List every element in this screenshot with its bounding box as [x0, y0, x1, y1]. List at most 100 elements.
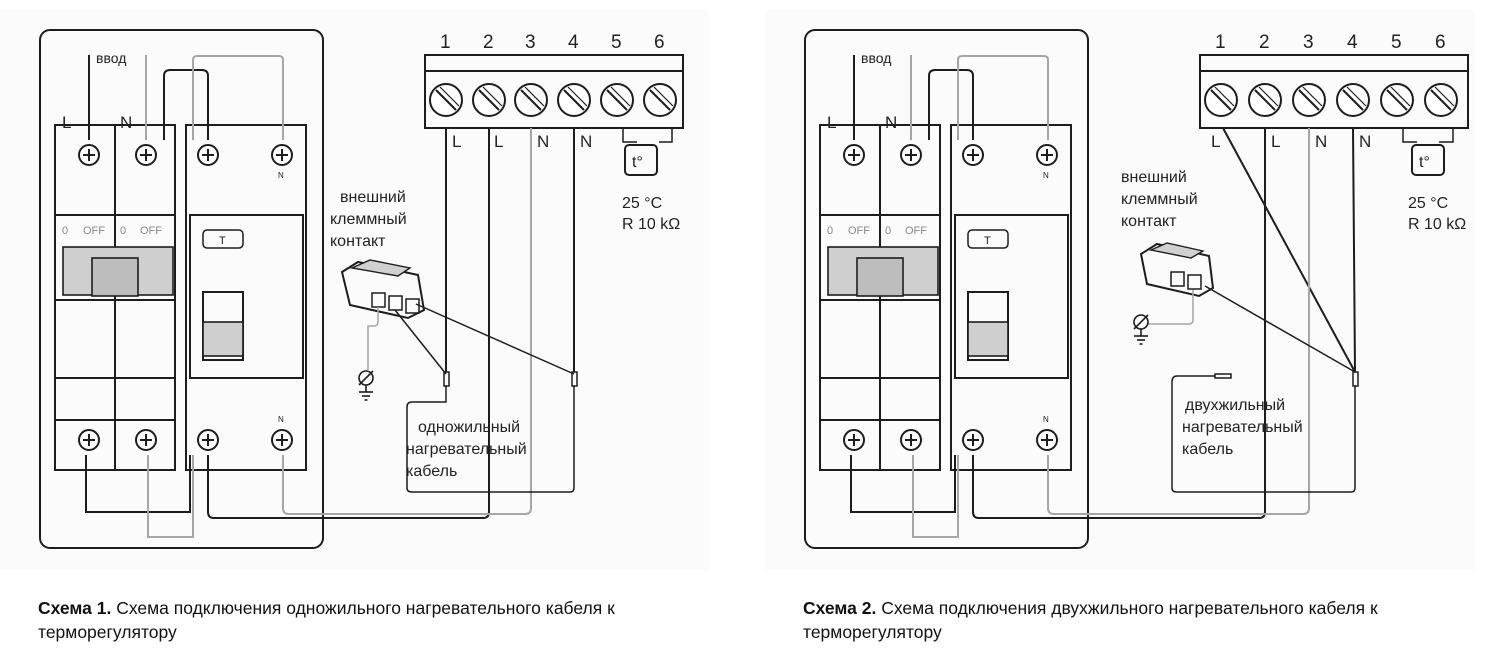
terminal-6-screw-icon — [643, 83, 677, 117]
sensor-label: t° — [1419, 154, 1430, 171]
rcd-test-label: T — [219, 235, 226, 247]
off-label-2d: OFF — [905, 225, 927, 237]
terminal-number-6: 6 — [1435, 32, 1446, 53]
rcd-n-label-top: N — [278, 171, 284, 180]
terminal-2-screw-icon — [1248, 83, 1282, 117]
breaker-n-label: N — [885, 113, 897, 132]
rcd-device: T N N — [950, 124, 1072, 471]
caption-1-text: Схема подключения одножильного нагревате… — [38, 598, 615, 642]
rcd-n-bottom-screw-icon — [1036, 429, 1058, 451]
cable-label-3: кабель — [406, 463, 457, 480]
caption-1-title: Схема 1. — [38, 598, 112, 618]
rcd-test-label: T — [984, 235, 991, 247]
terminal-number-5: 5 — [1391, 32, 1402, 53]
rcd-n-top-screw-icon — [1036, 144, 1058, 166]
rcd-n-bottom-screw-icon — [271, 429, 293, 451]
caption-scheme-2: Схема 2. Схема подключения двухжильного … — [803, 596, 1403, 644]
terminal-number-2: 2 — [1259, 32, 1270, 53]
sensor-spec-resistance: R 10 kΩ — [622, 216, 680, 233]
connector-label-2: клеммный — [1121, 191, 1198, 208]
connector-label-1: внешний — [1121, 169, 1187, 186]
rcd-l-bottom-screw-icon — [197, 429, 219, 451]
rcd-l-top-screw-icon — [197, 144, 219, 166]
terminal-5-screw-icon — [600, 83, 634, 117]
caption-scheme-1: Схема 1. Схема подключения одножильного … — [38, 596, 638, 644]
connector-label-2: клеммный — [330, 211, 407, 228]
external-terminal-connector — [1139, 242, 1215, 298]
off-label-2c: 0 — [885, 225, 891, 237]
sensor-spec-temp: 25 °C — [1408, 195, 1448, 212]
terminal-2-wire-label: L — [1271, 132, 1280, 151]
cable-label-1: двухжильный — [1185, 397, 1285, 414]
rcd-l-top-screw-icon — [962, 144, 984, 166]
terminal-1-screw-icon — [429, 83, 463, 117]
circuit-breaker-double: 0 OFF 0 OFF — [819, 124, 941, 471]
distribution-box — [804, 29, 1089, 549]
terminal-number-2: 2 — [483, 32, 494, 53]
terminal-number-3: 3 — [525, 32, 536, 53]
input-label: ввод — [96, 50, 126, 66]
off-label-1d: OFF — [140, 225, 162, 237]
terminal-1-wire-label: L — [452, 132, 461, 151]
caption-2-text: Схема подключения двухжильного нагревате… — [803, 598, 1378, 642]
terminal-number-1: 1 — [1215, 32, 1226, 53]
terminal-1-screw-icon — [1204, 83, 1238, 117]
breaker-l-top-screw-icon — [78, 144, 100, 166]
terminal-number-6: 6 — [654, 32, 665, 53]
off-label-1a: 0 — [62, 225, 68, 237]
external-terminal-connector — [340, 259, 426, 320]
terminal-3-screw-icon — [514, 83, 548, 117]
rcd-n-top-screw-icon — [271, 144, 293, 166]
sensor-spec-temp: 25 °C — [622, 195, 662, 212]
terminal-number-5: 5 — [611, 32, 622, 53]
ground-icon — [358, 370, 374, 401]
cable-label-2: нагревательный — [406, 441, 527, 458]
terminal-4-screw-icon — [1336, 83, 1370, 117]
off-label-2b: OFF — [848, 225, 870, 237]
terminal-3-wire-label: N — [1315, 132, 1327, 151]
terminal-number-4: 4 — [568, 32, 579, 53]
terminal-3-wire-label: N — [537, 132, 549, 151]
off-label-2a: 0 — [827, 225, 833, 237]
wiring-diagram-2: 0 OFF 0 OFF T N N в — [765, 10, 1475, 570]
terminal-number-4: 4 — [1347, 32, 1358, 53]
breaker-n-bottom-screw-icon — [135, 429, 157, 451]
breaker-n-top-screw-icon — [135, 144, 157, 166]
breaker-n-bottom-screw-icon — [900, 429, 922, 451]
breaker-n-top-screw-icon — [900, 144, 922, 166]
terminal-number-1: 1 — [440, 32, 451, 53]
circuit-breaker-double: 0 OFF 0 OFF — [54, 124, 176, 471]
breaker-l-bottom-screw-icon — [843, 429, 865, 451]
thermostat-terminal-block — [424, 54, 684, 129]
temperature-sensor — [624, 144, 658, 176]
rcd-n-label-bottom: N — [278, 415, 284, 424]
terminal-4-wire-label: N — [580, 132, 592, 151]
temperature-sensor — [1411, 144, 1445, 176]
rcd-n-label-bottom: N — [1043, 415, 1049, 424]
terminal-5-screw-icon — [1380, 83, 1414, 117]
cable-label-3: кабель — [1182, 441, 1233, 458]
wiring-diagram-2-svg: 0 OFF 0 OFF T N N в — [804, 29, 1469, 549]
rcd-device: T N N — [185, 124, 307, 471]
thermostat-terminal-block — [1199, 54, 1469, 129]
wiring-diagram-1: 0 OFF 0 OFF T N N — [0, 10, 710, 570]
distribution-box — [39, 29, 324, 549]
breaker-l-label: L — [827, 113, 836, 132]
input-label: ввод — [861, 50, 891, 66]
cable-label-2: нагревательный — [1182, 419, 1303, 436]
terminal-3-screw-icon — [1292, 83, 1326, 117]
ground-icon — [1133, 314, 1149, 345]
off-label-1b: OFF — [83, 225, 105, 237]
connector-label-3: контакт — [330, 233, 386, 250]
sensor-spec-resistance: R 10 kΩ — [1408, 216, 1466, 233]
breaker-l-bottom-screw-icon — [78, 429, 100, 451]
terminal-6-screw-icon — [1424, 83, 1458, 117]
wiring-diagram-1-svg: 0 OFF 0 OFF T N N — [39, 29, 684, 549]
connector-label-3: контакт — [1121, 213, 1177, 230]
terminal-1-wire-label: L — [1211, 132, 1220, 151]
terminal-4-wire-label: N — [1359, 132, 1371, 151]
breaker-l-top-screw-icon — [843, 144, 865, 166]
connector-label-1: внешний — [340, 189, 406, 206]
terminal-number-3: 3 — [1303, 32, 1314, 53]
